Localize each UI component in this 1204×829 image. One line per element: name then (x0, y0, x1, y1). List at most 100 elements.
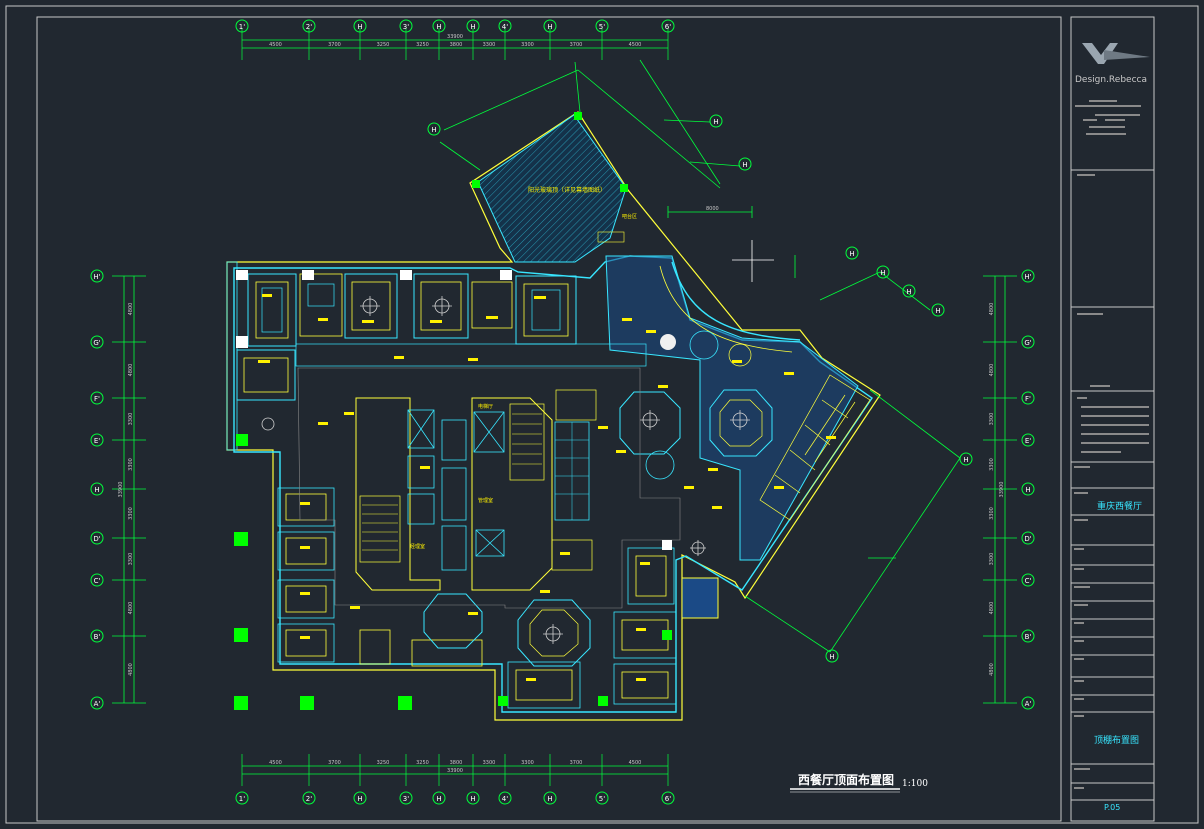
dimension-bottom-segment-8: 4500 (629, 760, 642, 766)
dimension-right-segment-1: 4800 (989, 364, 995, 377)
octagon-room-south-1 (423, 593, 483, 649)
grid-bubble-angled-right-1: H (876, 265, 890, 279)
grid-bubble-bottom-3-label: 3' (403, 795, 409, 803)
dimension-bottom-segment-6: 3300 (521, 760, 534, 766)
east-service-box (681, 577, 719, 619)
sheet-border-inner (36, 16, 1062, 822)
grid-bubble-bottom-4: H (432, 791, 446, 805)
grid-bubble-left-3: E' (90, 433, 104, 447)
dimension-left-segment-5: 3300 (128, 553, 134, 566)
grid-bubble-top-8: 5' (595, 19, 609, 33)
grid-bubble-left-7: B' (90, 629, 104, 643)
grid-bubble-angled-right-5: H (825, 649, 839, 663)
grid-bubble-angled-top-1: H (709, 114, 723, 128)
east-glass-dining-zone (605, 255, 859, 561)
dimension-top-segment-8: 4500 (629, 42, 642, 48)
grid-bubble-right-4: H (1021, 482, 1035, 496)
grid-bubble-bottom-2-label: H (357, 795, 362, 803)
grid-bubble-right-1-label: G' (1024, 339, 1031, 347)
grid-bubble-bottom-9: 6' (661, 791, 675, 805)
dimension-right-segment-4: 3300 (989, 507, 995, 520)
grid-bubble-left-0-label: H' (93, 273, 100, 281)
dimension-bottom-segment-2: 3250 (377, 760, 390, 766)
dimension-top-segment-6: 3300 (521, 42, 534, 48)
grid-bubble-angled-right-0-label: H (849, 250, 854, 258)
private-room-top-3 (344, 273, 398, 339)
grid-bubble-bottom-1-label: 2' (306, 795, 312, 803)
grid-bubble-bottom-1: 2' (302, 791, 316, 805)
project-name: 重庆西餐厅 (1097, 500, 1142, 512)
grid-bubble-angled-right-5-label: H (829, 653, 834, 661)
grid-bubbles-right: H'G'F'E'HD'C'B'A' (1021, 269, 1035, 710)
grid-bubble-top-7-label: H (547, 23, 552, 31)
dimension-left-segment-7: 4800 (128, 663, 134, 676)
dimension-right-segment-6: 4800 (989, 602, 995, 615)
grid-bubble-left-1-label: G' (93, 339, 100, 347)
drawing-title-block: 西餐厅顶面布置图 1:100 (790, 772, 928, 793)
grid-bubble-bottom-6: 4' (498, 791, 512, 805)
office-b-label: 管理室 (478, 497, 493, 504)
drawing-number: P.05 (1104, 803, 1120, 812)
dimension-bottom-segment-3: 3250 (416, 760, 429, 766)
sheet-border-outer (5, 5, 1199, 824)
grid-bubble-top-6: 4' (498, 19, 512, 33)
grid-bubble-left-4: H (90, 482, 104, 496)
dimension-top-segment-5: 3300 (483, 42, 496, 48)
grid-bubble-right-4-label: H (1025, 486, 1030, 494)
atrium-label: 阳光玻璃顶（详见幕墙图纸） (528, 186, 606, 194)
grid-bubble-top-3: 3' (399, 19, 413, 33)
grid-bubble-bottom-6-label: 4' (502, 795, 508, 803)
grid-bubble-left-2: F' (90, 391, 104, 405)
grid-bubble-bottom-5: H (466, 791, 480, 805)
grid-bubble-left-4-label: H (94, 486, 99, 494)
grid-bubble-right-7-label: B' (1025, 633, 1032, 641)
dimension-top-segment-3: 3250 (416, 42, 429, 48)
grid-bubble-right-5-label: D' (1024, 535, 1031, 543)
octagon-room-east-2 (709, 389, 773, 457)
grid-bubble-left-5: D' (90, 531, 104, 545)
dimension-top-segment-7: 3700 (570, 42, 583, 48)
grid-bubble-bottom-4-label: H (436, 795, 441, 803)
logo-text: Design.Rebecca (1075, 75, 1147, 85)
water-bar-label: 吧台区 (622, 213, 637, 220)
grid-bubble-top-5-label: H (470, 23, 475, 31)
octagon-room-east-1 (619, 391, 681, 455)
grid-bubble-top-3-label: 3' (403, 23, 409, 31)
grid-bubble-left-6: C' (90, 573, 104, 587)
grid-bubble-right-6: C' (1021, 573, 1035, 587)
grid-bubble-top-5: H (466, 19, 480, 33)
office-a-label: 经理室 (410, 543, 425, 550)
grid-bubble-angled-top-2: H (738, 157, 752, 171)
grid-bubble-angled-top-0-label: H (431, 126, 436, 134)
dimension-right-segment-3: 3300 (989, 458, 995, 471)
dimension-left-segment-3: 3300 (128, 458, 134, 471)
grid-bubbles-left: H' G' F' E' H D' C' B' A' (90, 269, 104, 710)
grid-bubble-right-8: A' (1021, 696, 1035, 710)
grid-bubble-left-8-label: A' (94, 700, 101, 708)
grid-bubble-top-4-label: H (436, 23, 441, 31)
grid-bubble-right-2-label: F' (1025, 395, 1031, 403)
grid-bubble-angled-right-0: H (845, 246, 859, 260)
grid-bubble-top-2: H (353, 19, 367, 33)
grid-bubble-angled-right-3: H (931, 303, 945, 317)
chandelier-fixtures (261, 296, 750, 644)
dimension-bottom-segment-0: 4500 (269, 760, 282, 766)
grid-bubble-right-5: D' (1021, 531, 1035, 545)
grid-bubble-left-6-label: C' (94, 577, 101, 585)
floor-plan: 阳光玻璃顶（详见幕墙图纸） 吧台区 (226, 111, 881, 721)
grid-bubble-top-0: 1' (235, 19, 249, 33)
grid-bubble-right-1: G' (1021, 335, 1035, 349)
grid-bubble-angled-right-2: H (902, 284, 916, 298)
dimension-bottom-segment-4: 3800 (450, 760, 463, 766)
octagon-room-south-2 (517, 599, 591, 667)
grid-bubble-right-6-label: C' (1025, 577, 1032, 585)
column-markers (234, 434, 672, 710)
title-block-drawing-title: 顶棚布置图 (1094, 734, 1139, 746)
dimension-bottom-segment-7: 3700 (570, 760, 583, 766)
grid-bubble-top-1-label: 2' (306, 23, 312, 31)
south-private-rooms (359, 547, 677, 709)
dimension-left-segment-4: 3300 (128, 507, 134, 520)
